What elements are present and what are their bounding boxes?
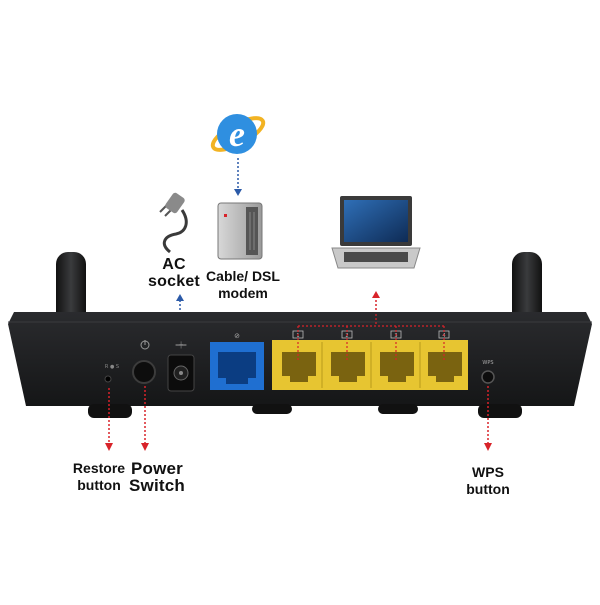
svg-text:R ● S: R ● S xyxy=(105,364,119,370)
restore-label-line2: button xyxy=(77,477,121,493)
power-plug-icon xyxy=(159,192,188,254)
internet-explorer-icon: e xyxy=(210,114,266,154)
wps-label-line1: WPS xyxy=(472,464,504,480)
wps-label: WPS button xyxy=(458,464,518,498)
wps-arrow xyxy=(484,386,492,451)
ac-socket-label-line2: socket xyxy=(148,273,200,290)
lan-port-4 xyxy=(428,352,462,382)
power-arrow xyxy=(141,386,149,451)
power-label-line2: Switch xyxy=(129,476,185,495)
lan-connector-lines xyxy=(297,314,445,360)
lan-ports: 1 2 3 4 xyxy=(272,314,468,390)
modem-label: Cable/ DSL modem xyxy=(198,268,288,302)
power-label: Power Switch xyxy=(124,460,190,494)
modem-label-line1: Cable/ DSL xyxy=(206,268,280,284)
restore-label-line1: Restore xyxy=(72,460,126,476)
restore-button: R ● S xyxy=(104,364,119,383)
power-label-line1: Power xyxy=(130,459,184,478)
modem-label-line2: modem xyxy=(218,285,268,301)
wps-label-line2: button xyxy=(466,481,510,497)
modem-icon xyxy=(217,202,263,260)
laptop-arrow xyxy=(372,291,380,312)
restore-label: Restore button xyxy=(66,460,132,494)
ac-socket-label-line1: AC xyxy=(162,256,186,273)
dc-power-socket: ═╪═ xyxy=(167,341,195,392)
lan-port-1 xyxy=(282,352,316,382)
power-switch xyxy=(132,340,156,384)
wan-port: ⊘ xyxy=(210,332,264,390)
wps-port-mark: WPS xyxy=(482,360,493,366)
svg-text:═╪═: ═╪═ xyxy=(175,341,187,349)
restore-arrow xyxy=(105,388,113,451)
wps-button: WPS xyxy=(481,360,495,384)
lan-port-3 xyxy=(380,352,414,382)
svg-text:⊘: ⊘ xyxy=(234,332,240,340)
ac-socket-label: AC socket xyxy=(142,256,206,290)
svg-text:e: e xyxy=(229,114,245,154)
lan-port-2 xyxy=(331,352,365,382)
internet-to-modem-arrow xyxy=(234,158,242,196)
laptop-icon xyxy=(331,196,421,269)
